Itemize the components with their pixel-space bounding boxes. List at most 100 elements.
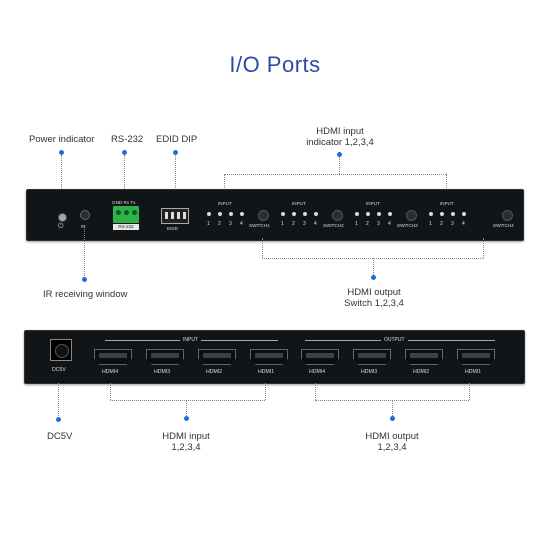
input-led-3 [303, 212, 307, 216]
power-led [58, 213, 67, 222]
led-number: 2 [440, 221, 443, 227]
callout-dot [390, 416, 395, 421]
switch1-button[interactable] [258, 210, 269, 221]
leader-line [262, 238, 263, 258]
input-led-4 [240, 212, 244, 216]
hdmi-output-port-1[interactable] [457, 349, 495, 365]
hdmi-output-label: HDMI3 [361, 369, 378, 375]
input-led-4 [462, 212, 466, 216]
input-led-1 [281, 212, 285, 216]
callout-rs232: RS-232 [111, 134, 144, 145]
input-section-label: INPUT [180, 337, 201, 343]
callout-dot [122, 150, 127, 155]
callout-dc5v: DC5V [47, 431, 73, 442]
led-number: 3 [303, 221, 306, 227]
led-number: 4 [388, 221, 391, 227]
callout-hdmi-input-indicator: HDMI input indicator 1,2,3,4 [306, 126, 374, 148]
leader-line [175, 155, 176, 200]
rear-panel: DC5V INPUT OUTPUT HDMI4 HDMI3 HDMI2 HDMI… [24, 330, 525, 384]
switch4-label: SWITCH4 [493, 223, 514, 228]
led-number: 3 [377, 221, 380, 227]
edid-dip-switch[interactable] [161, 208, 189, 224]
leader-line [224, 174, 225, 194]
leader-bracket [224, 174, 446, 175]
led-number: 4 [240, 221, 243, 227]
hdmi-output-port-4[interactable] [301, 349, 339, 365]
leader-line [392, 400, 393, 416]
switch3-button[interactable] [406, 210, 417, 221]
callout-power-indicator: Power indicator [29, 134, 95, 145]
callout-dot [56, 417, 61, 422]
callout-dot [173, 150, 178, 155]
leader-line [110, 383, 111, 400]
hdmi-input-label: HDMI4 [102, 369, 119, 375]
input-led-2 [292, 212, 296, 216]
hdmi-input-port-3[interactable] [146, 349, 184, 365]
led-number: 2 [292, 221, 295, 227]
hdmi-input-port-1[interactable] [250, 349, 288, 365]
leader-line [58, 383, 59, 418]
callout-dot [59, 150, 64, 155]
switch2-label: SWITCH2 [323, 223, 344, 228]
leader-line [339, 157, 340, 174]
dc-jack [50, 339, 72, 361]
input-led-3 [229, 212, 233, 216]
leader-line [61, 155, 62, 197]
callout-dot [82, 277, 87, 282]
rs232-tag: RS-232 [113, 224, 139, 230]
switch4-button[interactable] [502, 210, 513, 221]
hdmi-output-port-3[interactable] [353, 349, 391, 365]
leader-line [265, 383, 266, 400]
leader-line [373, 258, 374, 275]
callout-hdmi-output-switch: HDMI output Switch 1,2,3,4 [344, 287, 404, 309]
input-label: INPUT [218, 201, 232, 206]
input-led-3 [451, 212, 455, 216]
callout-dot [184, 416, 189, 421]
leader-line [469, 383, 470, 400]
input-led-2 [218, 212, 222, 216]
rs232-pins-label: GND Rx Tx [112, 200, 136, 205]
led-number: 1 [281, 221, 284, 227]
callout-edid-dip: EDID DIP [156, 134, 198, 145]
hdmi-input-port-4[interactable] [94, 349, 132, 365]
leader-line [315, 383, 316, 400]
led-number: 2 [366, 221, 369, 227]
input-led-2 [440, 212, 444, 216]
ir-label: IR [81, 224, 86, 229]
ir-window-icon [80, 210, 90, 220]
hdmi-output-port-2[interactable] [405, 349, 443, 365]
led-number: 3 [229, 221, 232, 227]
input-led-2 [366, 212, 370, 216]
input-led-1 [355, 212, 359, 216]
page-title: I/O Ports [229, 52, 321, 77]
switch2-button[interactable] [332, 210, 343, 221]
input-label: INPUT [292, 201, 306, 206]
dc-label: DC5V [52, 367, 66, 373]
input-led-4 [388, 212, 392, 216]
switch1-label: SWITCH1 [249, 223, 270, 228]
input-led-1 [207, 212, 211, 216]
led-number: 2 [218, 221, 221, 227]
led-number: 1 [207, 221, 210, 227]
input-led-1 [429, 212, 433, 216]
callout-hdmi-input: HDMI input 1,2,3,4 [162, 431, 210, 453]
hdmi-input-label: HDMI3 [154, 369, 171, 375]
edid-label: EDID [167, 226, 178, 231]
leader-line [186, 400, 187, 416]
leader-line [446, 174, 447, 194]
hdmi-output-label: HDMI4 [309, 369, 326, 375]
callout-dot [371, 275, 376, 280]
led-number: 1 [429, 221, 432, 227]
input-led-4 [314, 212, 318, 216]
leader-line [84, 226, 85, 278]
led-number: 4 [314, 221, 317, 227]
led-number: 4 [462, 221, 465, 227]
callout-hdmi-output: HDMI output 1,2,3,4 [365, 431, 419, 453]
power-icon: ⏻ [58, 223, 64, 230]
led-number: 3 [451, 221, 454, 227]
leader-bracket [262, 258, 483, 259]
input-led-3 [377, 212, 381, 216]
callout-ir-window: IR receiving window [43, 289, 128, 300]
hdmi-input-port-2[interactable] [198, 349, 236, 365]
leader-line [124, 155, 125, 197]
